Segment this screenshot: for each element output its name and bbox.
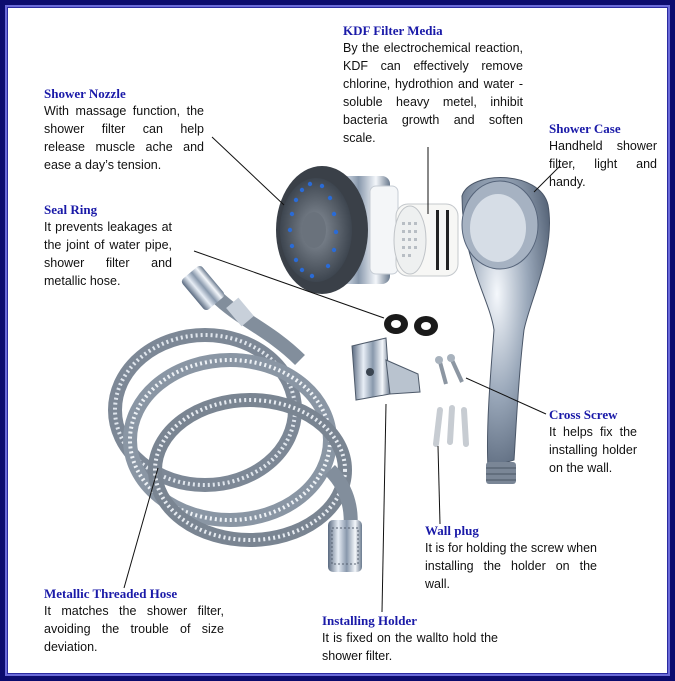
kdf-filter [393, 203, 459, 277]
seal-desc: It prevents leakages at the joint of wat… [44, 220, 172, 288]
hose-title: Metallic Threaded Hose [44, 586, 178, 601]
shower-nozzle [276, 166, 399, 294]
label-metallic-hose: Metallic Threaded Hose It matches the sh… [44, 585, 224, 656]
holder-title: Installing Holder [322, 613, 417, 628]
cross-screws [435, 354, 464, 385]
seal-title: Seal Ring [44, 202, 98, 217]
wall-plugs [433, 405, 469, 447]
case-title: Shower Case [549, 121, 621, 136]
kdf-title: KDF Filter Media [343, 23, 443, 38]
nozzle-desc: With massage function, the shower filter… [44, 104, 204, 172]
installing-holder [351, 337, 421, 401]
label-seal-ring: Seal Ring It prevents leakages at the jo… [44, 201, 172, 290]
metallic-hose [108, 289, 358, 550]
label-kdf-filter: KDF Filter Media By the electrochemical … [343, 22, 523, 147]
nozzle-title: Shower Nozzle [44, 86, 126, 101]
hose-end-bottom [328, 520, 362, 572]
holder-desc: It is fixed on the wallto hold the showe… [322, 631, 498, 663]
shower-case [461, 177, 550, 484]
screw-title: Cross Screw [549, 407, 618, 422]
label-wall-plug: Wall plug It is for holding the screw wh… [425, 522, 597, 593]
label-shower-case: Shower Case Handheld shower filter, ligh… [549, 120, 657, 191]
plug-title: Wall plug [425, 523, 479, 538]
plug-desc: It is for holding the screw when install… [425, 541, 597, 591]
hose-desc: It matches the shower filter, avoiding t… [44, 604, 224, 654]
label-cross-screw: Cross Screw It helps fix the installing … [549, 406, 637, 477]
hose-end-top [181, 265, 254, 327]
seal-rings [384, 314, 438, 336]
label-shower-nozzle: Shower Nozzle With massage function, the… [44, 85, 204, 174]
screw-desc: It helps fix the installing holder on th… [549, 425, 637, 475]
case-desc: Handheld shower filter, light and handy. [549, 139, 657, 189]
kdf-desc: By the electrochemical reaction, KDF can… [343, 41, 523, 145]
label-installing-holder: Installing Holder It is fixed on the wal… [322, 612, 498, 665]
leader-lines [123, 136, 561, 613]
